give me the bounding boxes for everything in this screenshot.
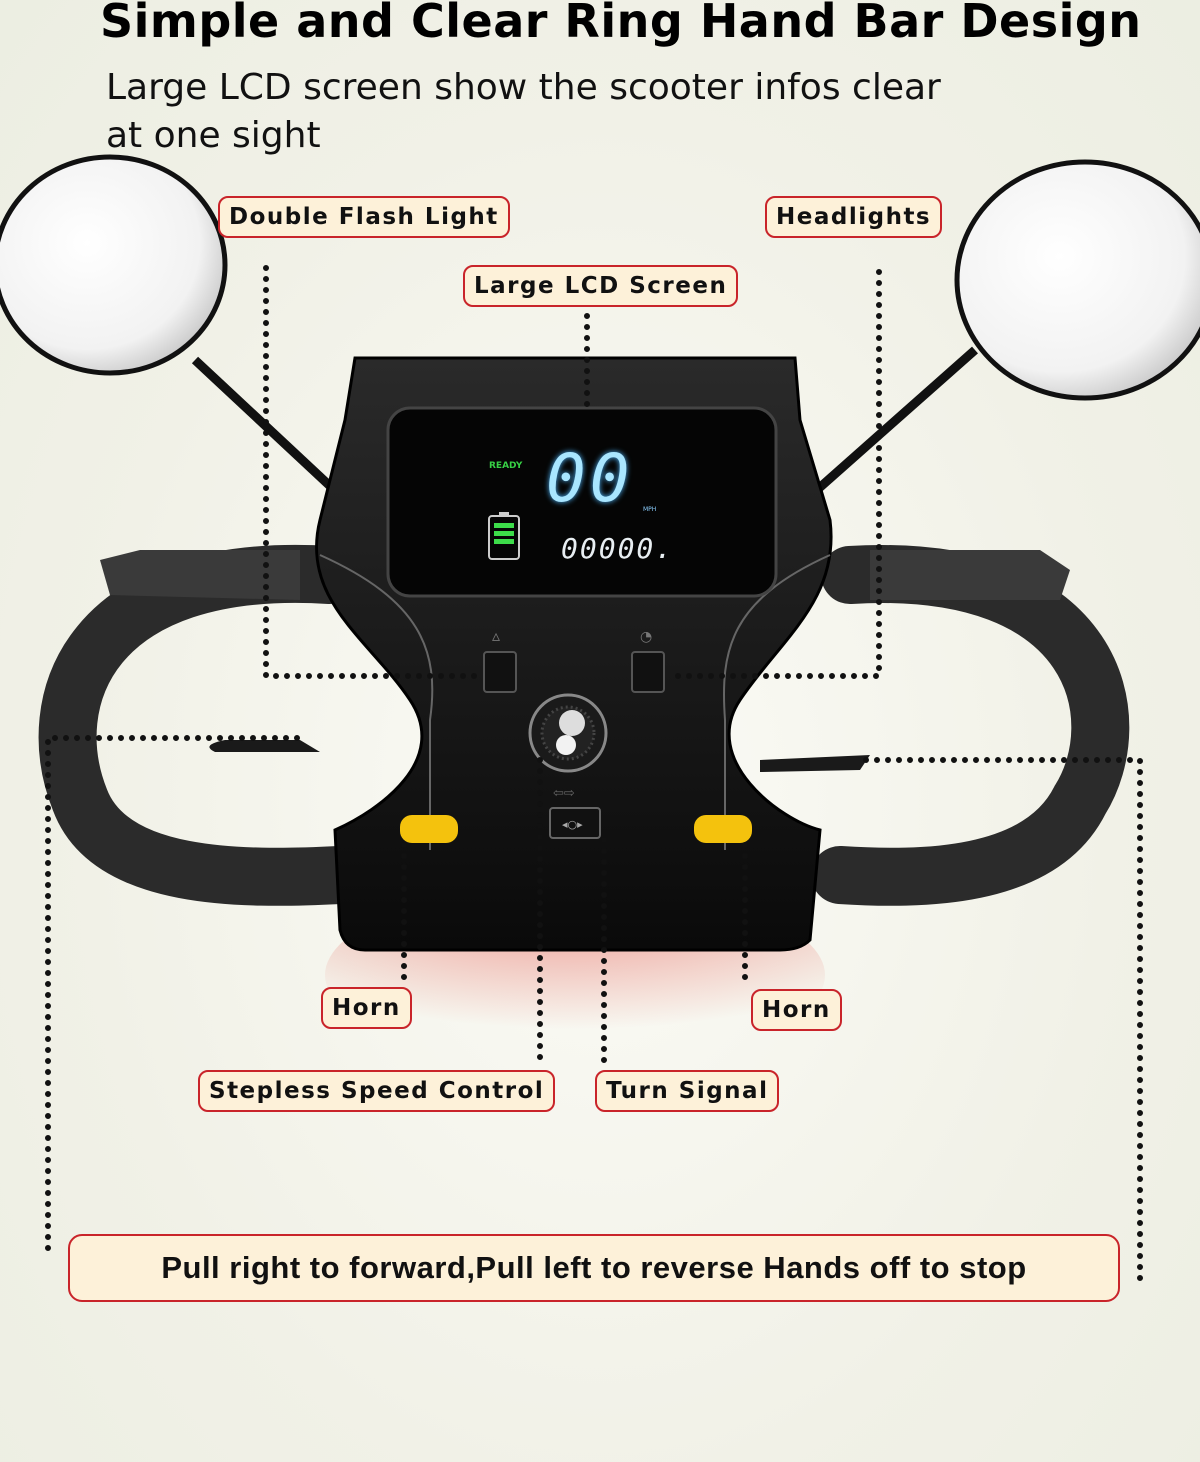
callout-lcd-screen: Large LCD Screen bbox=[463, 265, 739, 307]
horn-button-right bbox=[694, 815, 752, 843]
page-title: Simple and Clear Ring Hand Bar Design bbox=[100, 0, 1142, 48]
lcd-speed-unit: MPH bbox=[643, 506, 657, 513]
callout-stepless-speed-control: Stepless Speed Control bbox=[198, 1070, 556, 1112]
callout-horn-right: Horn bbox=[751, 989, 842, 1031]
left-throttle-lever bbox=[209, 740, 320, 752]
right-headlight bbox=[870, 550, 1070, 600]
svg-text:◔: ◔ bbox=[640, 629, 652, 645]
callout-turn-signal: Turn Signal bbox=[595, 1070, 780, 1112]
leader-lines bbox=[45, 265, 1143, 1288]
right-throttle-lever bbox=[760, 755, 870, 772]
turn-signal-switch bbox=[549, 807, 601, 839]
headlight-switch bbox=[631, 651, 665, 693]
horn-button-left bbox=[400, 815, 458, 843]
lcd-speed: 00 bbox=[546, 440, 634, 517]
left-headlight bbox=[100, 550, 300, 600]
lcd-odometer: 00000. bbox=[561, 532, 675, 565]
hazard-switch bbox=[483, 651, 517, 693]
svg-text:▵: ▵ bbox=[492, 626, 500, 645]
right-mirror bbox=[797, 159, 1200, 509]
battery-icon bbox=[488, 512, 520, 560]
svg-text:⇦⇨: ⇦⇨ bbox=[553, 786, 575, 801]
operation-instruction-banner: Pull right to forward,Pull left to rever… bbox=[68, 1234, 1120, 1302]
lcd-ready-indicator: READY bbox=[489, 461, 523, 471]
lcd-screen: READY 00 MPH 00000. bbox=[396, 416, 768, 588]
callout-headlights: Headlights bbox=[765, 196, 943, 238]
svg-text:◂○▸: ◂○▸ bbox=[562, 818, 583, 831]
speed-knob bbox=[528, 693, 608, 773]
lcd-bezel bbox=[386, 406, 778, 598]
subtitle: Large LCD screen show the scooter infos … bbox=[106, 67, 941, 156]
callout-horn-left: Horn bbox=[321, 987, 412, 1029]
left-mirror bbox=[0, 154, 349, 504]
callout-double-flash-light: Double Flash Light bbox=[218, 196, 510, 238]
